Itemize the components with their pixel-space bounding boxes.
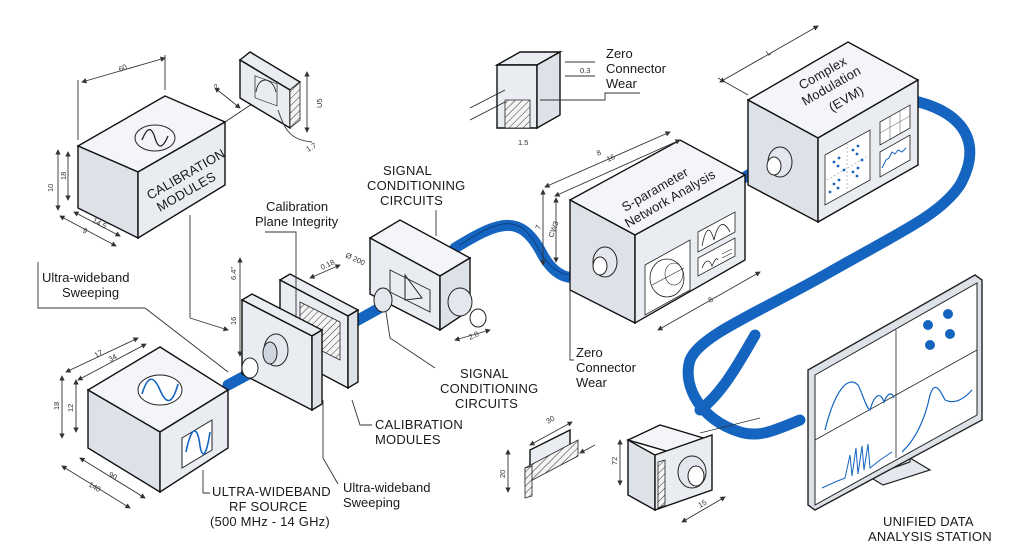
callout-text: CALIBRATION [375, 417, 463, 432]
rf-source-label-2: RF SOURCE [229, 499, 307, 514]
adapter-block[interactable]: 72 15 [610, 417, 761, 523]
cable-station-to-adapter [694, 329, 761, 416]
callout-text: Wear [606, 76, 637, 91]
station-label-2: ANALYSIS STATION [868, 529, 992, 544]
dim-34: 34 [107, 352, 119, 364]
rf-source-label-1: ULTRA-WIDEBAND [212, 484, 331, 499]
dim-30: 30 [545, 414, 557, 426]
signal-conditioning-circuits-box[interactable]: Ø 200 2.8 [344, 219, 491, 342]
dim-0-18: 0.18 [319, 257, 336, 271]
callout-signal-conditioning-top: SIGNAL CONDITIONING CIRCUITS [367, 163, 465, 236]
callout-text: Connector [576, 360, 637, 375]
response-plot [901, 386, 973, 453]
dim-18: 18 [59, 172, 68, 180]
dim-18: 18 [52, 402, 61, 410]
spectrum-plot [821, 443, 893, 489]
connector-wear-detail: 0.3 1.5 [469, 50, 640, 147]
dim-10: 10 [46, 184, 55, 192]
frequency-response-icon [697, 211, 736, 253]
callout-ultra-wideband-sweeping-top: Ultra-wideband Sweeping [37, 262, 229, 373]
dim-o200: Ø 200 [344, 251, 366, 268]
dim-16: 16 [229, 317, 238, 325]
dim-60: 60 [117, 62, 128, 74]
callout-text: MODULES [375, 432, 441, 447]
dim-140: 140 [87, 480, 102, 494]
calibration-detail-view: U5 2 1.7 [212, 51, 324, 154]
callout-text: Calibration [266, 199, 328, 214]
callout-text: Sweeping [343, 495, 400, 510]
callout-text: CONDITIONING [367, 178, 465, 193]
rf-source-label-3: (500 MHz - 14 GHz) [210, 514, 330, 529]
dim-90: 90 [107, 470, 119, 482]
dim-72: 72 [610, 457, 619, 465]
callout-text: CIRCUITS [380, 193, 443, 208]
dim-u5: U5 [315, 98, 324, 108]
waveform-window-icon [181, 419, 213, 469]
connector-icon [241, 333, 289, 379]
callout-text: CONDITIONING [440, 381, 538, 396]
dim-7: 7 [533, 224, 543, 231]
callout-text: Ultra-wideband [343, 480, 430, 495]
cable-evm-to-station [682, 94, 976, 440]
amplifier-triangle-icon [389, 269, 431, 313]
dim-8: 8 [595, 148, 603, 158]
dim-l: L [765, 48, 773, 58]
connector-icon [766, 146, 793, 178]
calibration-plates[interactable]: 6.4" 16 0.18 [229, 257, 360, 412]
dim-2: 2 [212, 82, 221, 92]
callout-ultra-wideband-sweeping-bottom: Ultra-wideband Sweeping [322, 400, 430, 510]
callout-text: Zero [576, 345, 603, 360]
callout-text: SIGNAL [383, 163, 432, 178]
dim-12: 12 [66, 404, 75, 412]
ultra-wideband-rf-source[interactable]: 18 12 17 34 90 140 ULTRA-WIDEBAND RF SOU… [52, 337, 331, 529]
sine-wave-icon [134, 124, 176, 152]
constellation-icon [824, 129, 871, 206]
dim-17: 17 [93, 348, 105, 360]
constellation-plot [923, 309, 955, 350]
waveform-icon [697, 237, 736, 277]
callout-text: Connector [606, 61, 667, 76]
unified-data-analysis-station[interactable]: UNIFIED DATA ANALYSIS STATION [807, 274, 992, 544]
seal-strip-detail: 30 20 [498, 414, 596, 499]
callout-calibration-plane-integrity: Calibration Plane Integrity [255, 199, 339, 318]
station-label-1: UNIFIED DATA [883, 514, 974, 529]
dim-8b: 8 [707, 295, 715, 305]
dim-0-3: 0.3 [580, 66, 590, 75]
callout-text: Zero [606, 46, 633, 61]
connector-icon [677, 455, 707, 489]
complex-modulation-evm-analyzer[interactable]: Complex Modulation (EVM) [717, 25, 920, 224]
callout-zero-connector-wear-top: Zero Connector Wear [606, 46, 667, 91]
callout-calibration-modules-bottom: CALIBRATION MODULES [351, 399, 463, 447]
dim-20: 20 [498, 470, 507, 478]
frequency-sweep-plot [824, 381, 895, 431]
s-parameter-network-analyzer[interactable]: S-parameter Network Analysis 8 16 7 [533, 131, 761, 331]
dim-9: 9 [81, 226, 89, 236]
sine-wave-icon [137, 374, 183, 406]
dim-6-4: 6.4" [229, 267, 238, 280]
callout-text: Ultra-wideband [42, 270, 129, 285]
callout-signal-conditioning-bottom: SIGNAL CONDITIONING CIRCUITS [385, 311, 538, 411]
callout-text: SIGNAL [460, 366, 509, 381]
callout-text: Plane Integrity [255, 214, 339, 229]
grid-plot-icon [879, 104, 911, 146]
dim-16: 16 [605, 152, 616, 164]
dim-1-5: 1.5 [518, 138, 528, 147]
connector-icon [373, 287, 487, 328]
callout-text: Sweeping [62, 285, 119, 300]
dim-15: 15 [697, 498, 709, 510]
callout-text: CIRCUITS [455, 396, 518, 411]
dim-1-7: 1.7 [305, 141, 319, 154]
connector-icon [592, 246, 618, 278]
spectrum-plot-icon [879, 134, 911, 178]
callout-text: Wear [576, 375, 607, 390]
callout-zero-connector-wear-mid: Zero Connector Wear [569, 280, 637, 390]
dim-cw3: CW3 [546, 220, 560, 239]
dim-2-8: 2.8 [467, 329, 480, 342]
